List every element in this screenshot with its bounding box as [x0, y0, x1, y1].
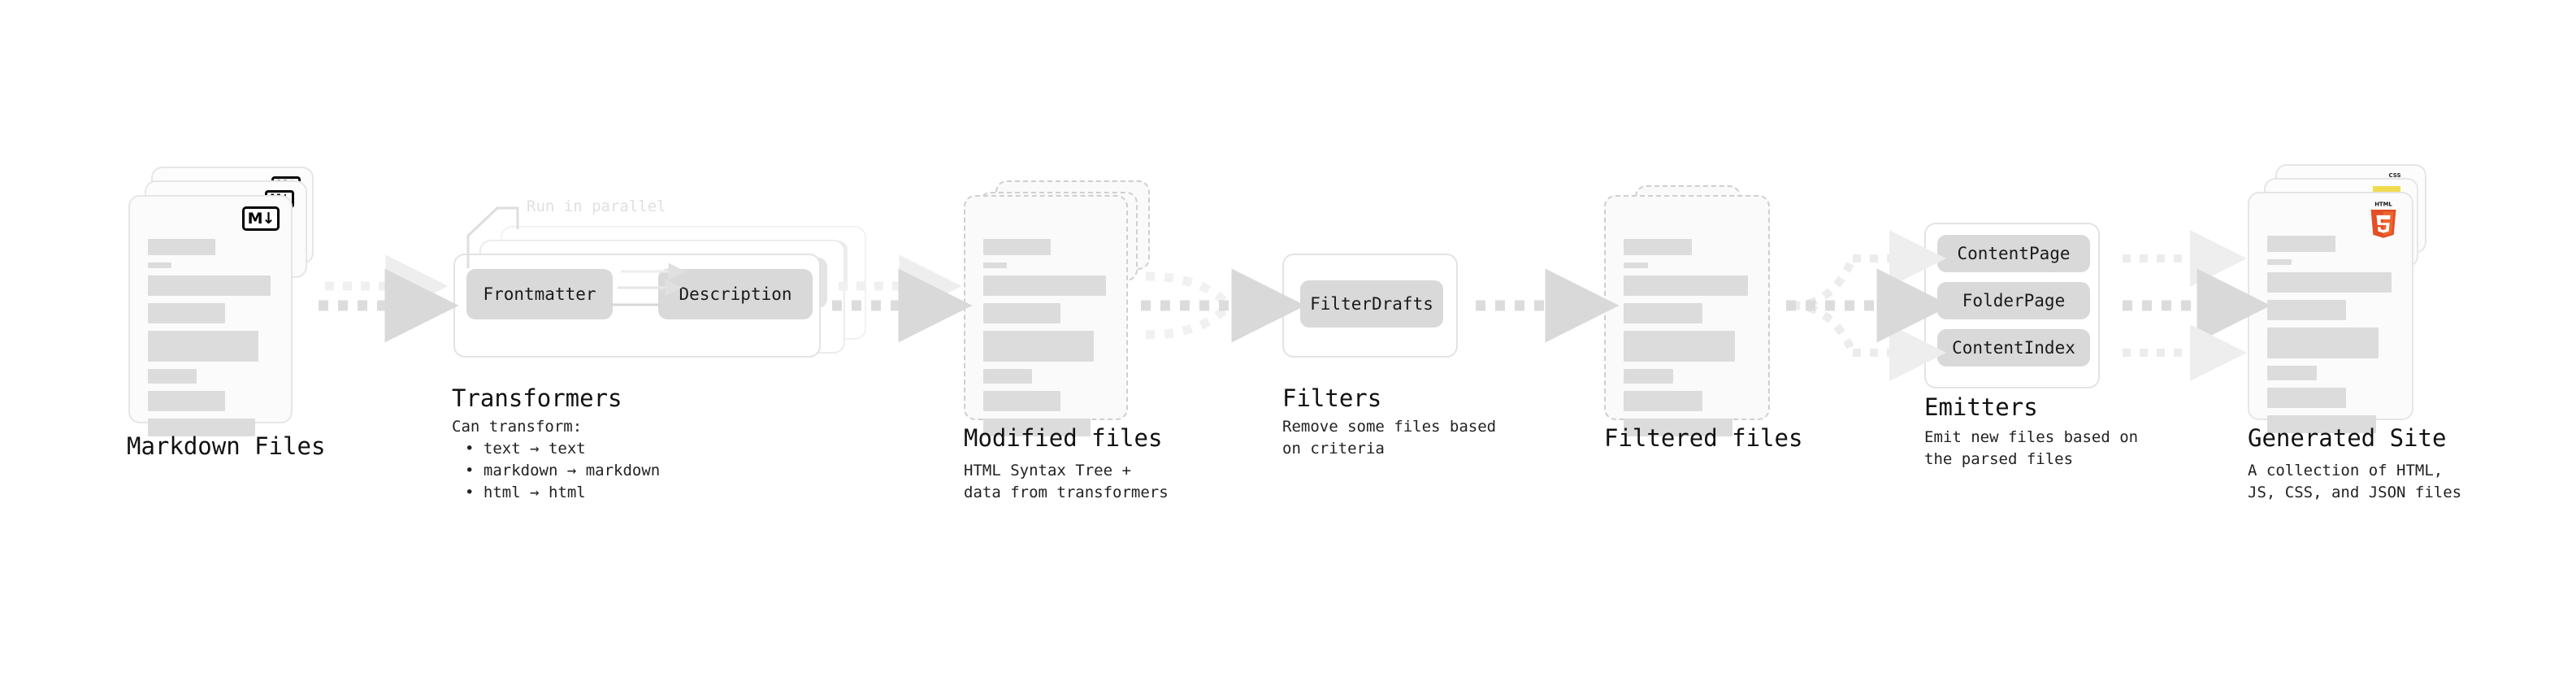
transformers-caption-item-1: • markdown → markdown [465, 462, 661, 479]
doc-skeleton [983, 224, 1108, 444]
arrow-filtered-to-emitters [1786, 230, 1951, 381]
arrow-emitters-to-generated [2123, 230, 2271, 381]
modified-files-title: Modified files [964, 424, 1163, 452]
markdown-files-title: Markdown Files [127, 432, 326, 460]
generated-site-title: Generated Site [2248, 424, 2447, 452]
transformers-caption-item-2: • html → html [465, 484, 586, 501]
emitter-node-folderpage[interactable]: FolderPage [1937, 282, 2090, 319]
transformer-node-frontmatter[interactable]: Frontmatter [466, 269, 613, 319]
svg-text:HTML: HTML [2374, 202, 2392, 208]
run-in-parallel-label: Run in parallel [527, 197, 666, 215]
transformers-caption-head: Can transform: [452, 418, 583, 436]
transformer-node-description[interactable]: Description [658, 269, 813, 319]
html5-icon: HTML [2366, 200, 2400, 239]
filters-group: FilterDrafts [1282, 254, 1458, 358]
filtered-files-title: Filtered files [1604, 424, 1803, 452]
generated-site-caption-2: JS, CSS, and JSON files [2248, 484, 2462, 501]
filters-caption-1: Remove some files based [1282, 418, 1497, 436]
doc-skeleton [2267, 221, 2394, 440]
arrow-modified-to-filters [1141, 268, 1306, 343]
doc-skeleton [148, 224, 273, 444]
generated-site-caption-1: A collection of HTML, [2248, 462, 2444, 479]
doc-skeleton [1624, 224, 1750, 444]
markdown-card-front: M↓ [128, 195, 293, 436]
filters-title: Filters [1282, 384, 1382, 412]
emitter-node-contentindex[interactable]: ContentIndex [1937, 329, 2090, 367]
transformer-layer-front: Frontmatter Description [453, 254, 821, 358]
markdown-icon: M↓ [242, 206, 280, 231]
modified-files-caption-2: data from transformers [964, 484, 1169, 501]
arrow-markdown-to-transformers [319, 254, 459, 343]
filtered-card-front [1604, 195, 1770, 436]
emitter-node-contentpage[interactable]: ContentPage [1937, 235, 2090, 272]
emitters-title: Emitters [1924, 393, 2038, 421]
filter-node-filterdrafts[interactable]: FilterDrafts [1300, 280, 1443, 327]
transformers-caption-item-0: • text → text [465, 440, 586, 458]
emitters-group: ContentPage FolderPage ContentIndex [1924, 223, 2100, 388]
modified-card-front [964, 195, 1128, 436]
transformers-title: Transformers [452, 384, 622, 412]
modified-files-caption-1: HTML Syntax Tree + [964, 462, 1131, 479]
emitters-caption-2: the parsed files [1924, 450, 2074, 468]
filters-caption-2: on criteria [1282, 440, 1385, 458]
generated-card-html: HTML [2248, 192, 2413, 433]
emitters-caption-1: Emit new files based on [1924, 428, 2139, 446]
